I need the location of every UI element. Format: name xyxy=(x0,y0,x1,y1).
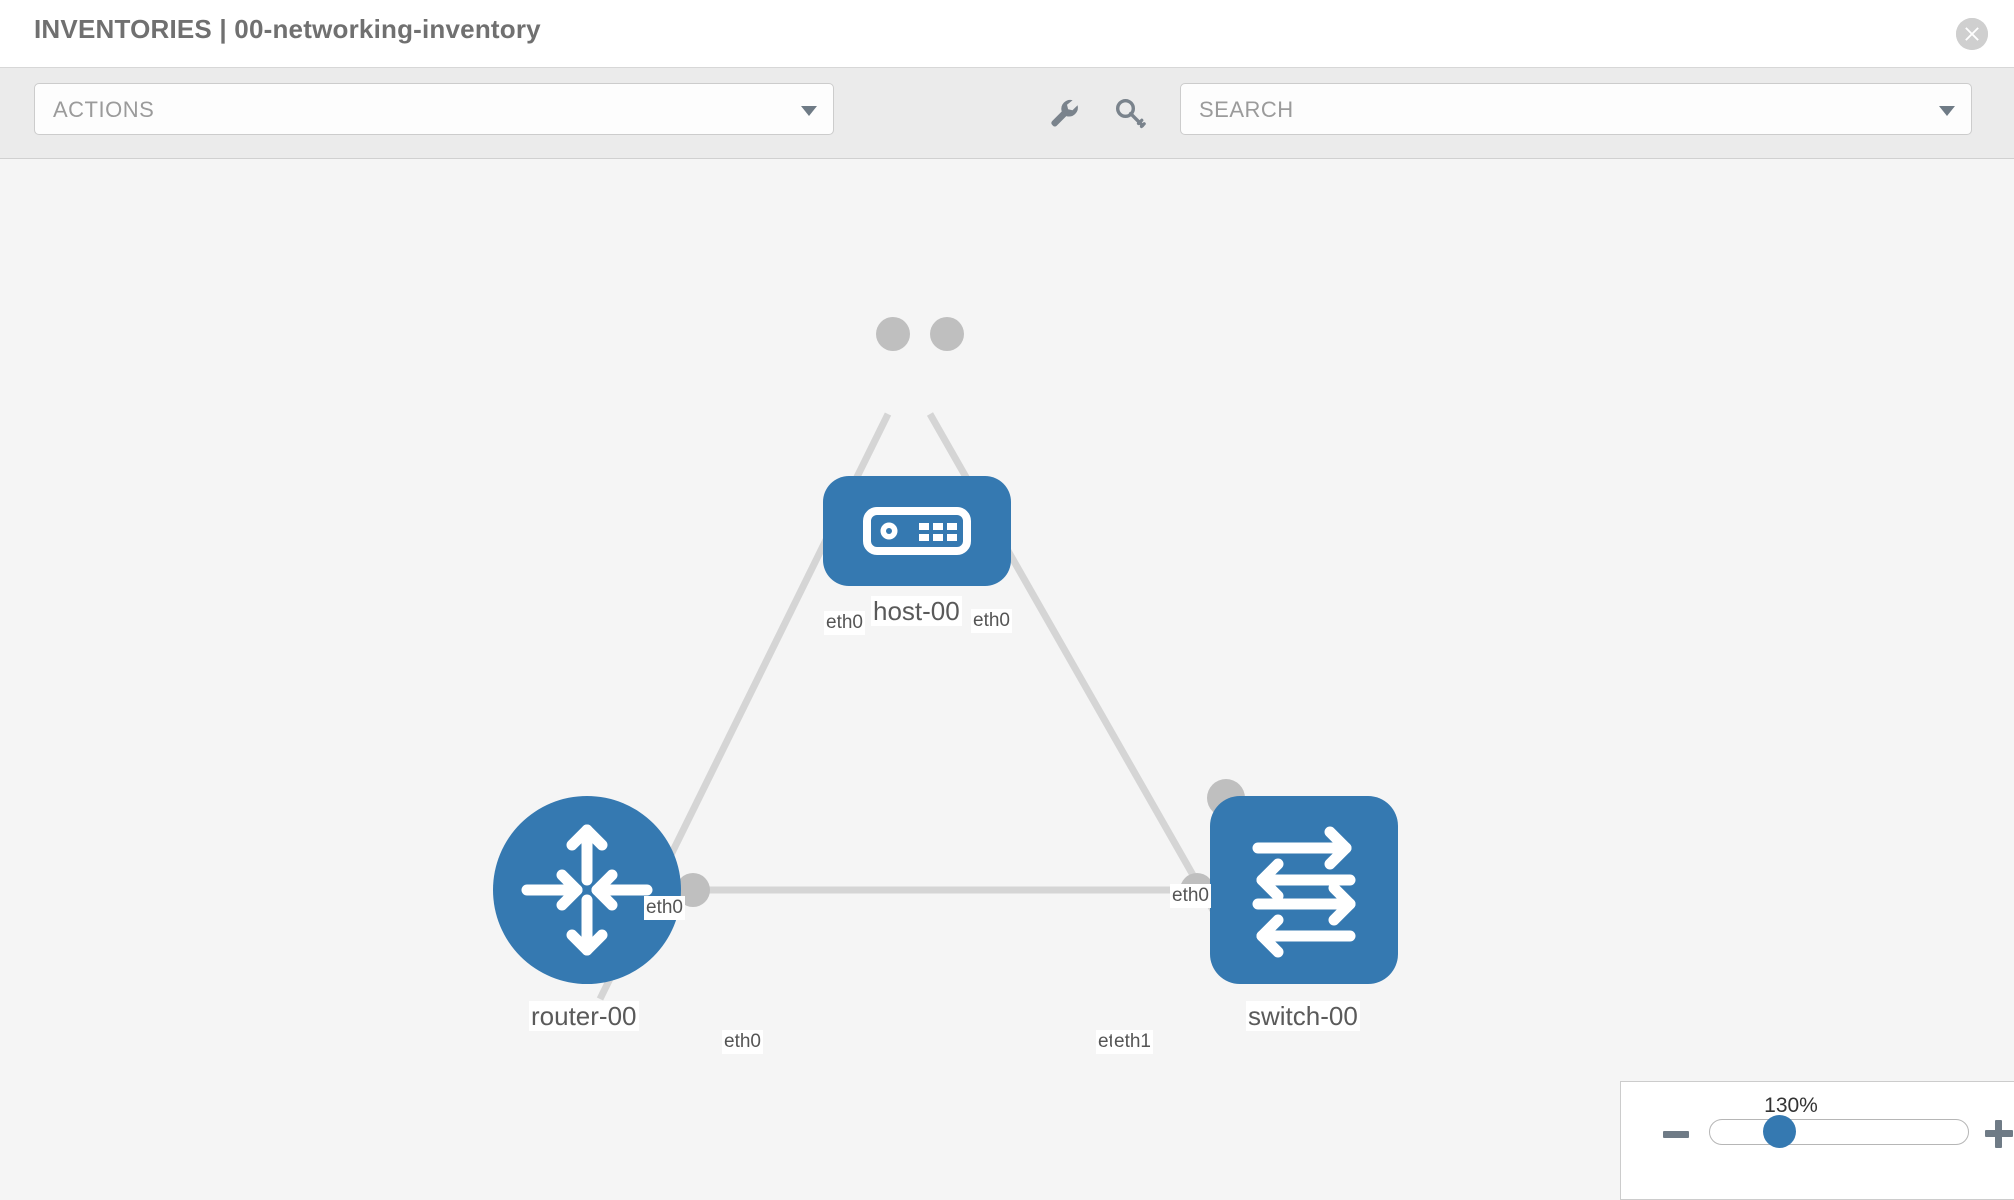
close-icon[interactable] xyxy=(1956,18,1988,50)
zoom-slider-track[interactable] xyxy=(1709,1119,1969,1145)
edge-label-router00-switch00-source: eth0 xyxy=(722,1030,763,1054)
zoom-level-value: 130% xyxy=(1764,1094,1818,1117)
node-host-00-label: host-00 xyxy=(871,596,962,626)
connector-host00-left xyxy=(876,317,910,351)
node-router-00-label: router-00 xyxy=(529,1001,639,1031)
connector-host00-right xyxy=(930,317,964,351)
server-icon xyxy=(863,507,971,555)
topology-edges xyxy=(596,412,1242,1001)
zoom-control-panel: 130% xyxy=(1620,1081,2014,1200)
edge-label-host00-router00-source: eth0 xyxy=(824,611,865,635)
zoom-out-button[interactable] xyxy=(1663,1131,1689,1138)
wrench-icon[interactable] xyxy=(1047,96,1081,130)
zoom-in-button[interactable] xyxy=(1985,1120,2013,1148)
edge-label-host00-switch00-target: eth0 xyxy=(1170,884,1211,908)
node-host-00[interactable] xyxy=(823,476,1011,586)
actions-dropdown[interactable]: ACTIONS xyxy=(34,83,834,135)
node-router-00-shape[interactable] xyxy=(493,796,681,984)
node-switch-00-label: switch-00 xyxy=(1246,1001,1360,1031)
switch-arrows-icon xyxy=(1252,826,1356,958)
page-header: INVENTORIES | 00-networking-inventory xyxy=(0,0,2014,68)
search-placeholder: SEARCH xyxy=(1199,97,1294,122)
topology-canvas[interactable]: host-00 xyxy=(0,159,2014,1200)
page-title: INVENTORIES | 00-networking-inventory xyxy=(34,14,541,44)
node-host-00-shape[interactable] xyxy=(823,476,1011,586)
node-router-00[interactable] xyxy=(493,796,681,984)
chevron-down-icon[interactable] xyxy=(1939,106,1955,116)
router-arrows-icon xyxy=(521,824,653,956)
chevron-down-icon xyxy=(801,106,817,116)
search-input[interactable]: SEARCH xyxy=(1180,83,1972,135)
edge-label-router00-switch00-target: eth1 xyxy=(1112,1030,1153,1054)
zoom-slider-thumb[interactable] xyxy=(1763,1115,1796,1148)
node-switch-00-shape[interactable] xyxy=(1210,796,1398,984)
key-icon[interactable] xyxy=(1113,96,1147,130)
node-switch-00[interactable] xyxy=(1210,796,1398,984)
edge-label-host00-switch00-source: eth0 xyxy=(971,609,1012,633)
edge-label-host00-router00-target: eth0 xyxy=(644,896,685,920)
actions-dropdown-label: ACTIONS xyxy=(53,97,155,122)
